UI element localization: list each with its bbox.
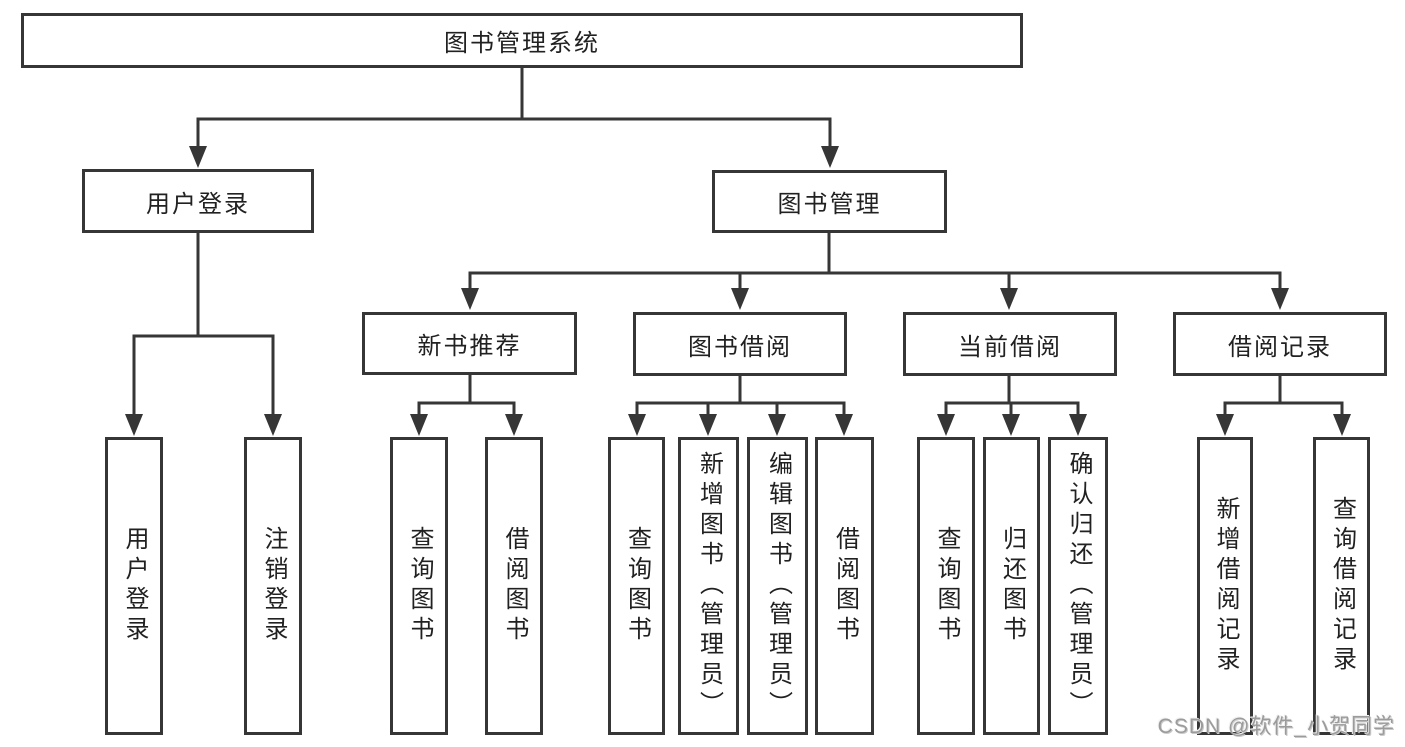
node-borrowing-records: 借阅记录 bbox=[1173, 312, 1387, 376]
leaf-borrow-books-recommend: 借阅图书 bbox=[485, 437, 543, 735]
leaf-user-login: 用户登录 bbox=[105, 437, 163, 735]
node-user-login: 用户登录 bbox=[82, 169, 314, 233]
leaf-confirm-return-admin: 确认归还（管理员） bbox=[1048, 437, 1108, 735]
node-book-management: 图书管理 bbox=[712, 170, 947, 233]
leaf-edit-books-admin: 编辑图书（管理员） bbox=[747, 437, 808, 735]
leaf-logout: 注销登录 bbox=[244, 437, 302, 735]
leaf-add-books-admin: 新增图书（管理员） bbox=[678, 437, 739, 735]
leaf-query-books-recommend: 查询图书 bbox=[390, 437, 448, 735]
node-library-system: 图书管理系统 bbox=[21, 13, 1023, 68]
leaf-query-books-borrowing: 查询图书 bbox=[608, 437, 665, 735]
leaf-borrow-books: 借阅图书 bbox=[815, 437, 874, 735]
watermark: CSDN @软件_小贺同学 bbox=[1157, 715, 1395, 738]
leaf-add-borrow-record: 新增借阅记录 bbox=[1197, 437, 1253, 735]
leaf-return-books: 归还图书 bbox=[983, 437, 1040, 735]
leaf-query-books-current: 查询图书 bbox=[917, 437, 975, 735]
leaf-query-borrow-record: 查询借阅记录 bbox=[1313, 437, 1370, 735]
node-current-borrowing: 当前借阅 bbox=[903, 312, 1117, 376]
node-new-book-recommend: 新书推荐 bbox=[362, 312, 577, 375]
node-book-borrowing: 图书借阅 bbox=[633, 312, 847, 376]
